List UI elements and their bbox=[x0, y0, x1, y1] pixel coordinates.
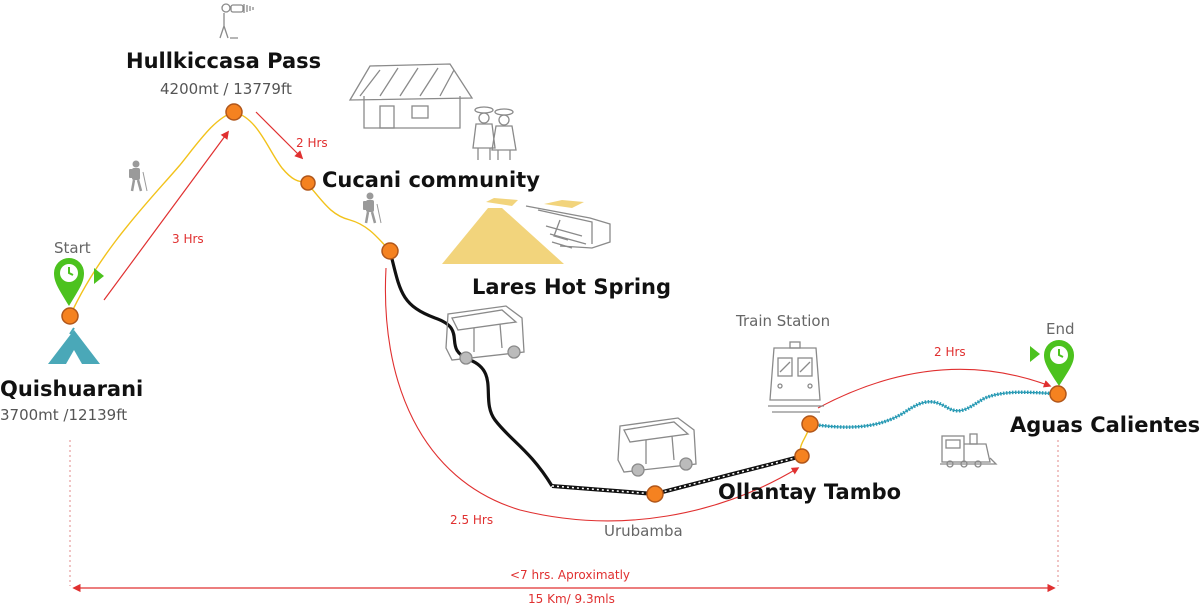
arrow-leg2 bbox=[255, 111, 304, 160]
end-label: End bbox=[1046, 320, 1075, 338]
cucani-name: Cucani community bbox=[322, 168, 540, 192]
arrow-leg1 bbox=[103, 130, 229, 301]
node-ollantay bbox=[794, 448, 810, 464]
node-cucani bbox=[300, 175, 316, 191]
tent-icon bbox=[48, 327, 100, 364]
aguas-name: Aguas Calientes bbox=[1010, 413, 1200, 437]
people-icon bbox=[472, 106, 517, 160]
start-clock-pin-icon bbox=[54, 258, 84, 306]
van-icon bbox=[445, 305, 525, 365]
hot-spring-icon bbox=[442, 198, 611, 264]
duration-leg3: 2.5 Hrs bbox=[450, 513, 493, 527]
hike-path-2 bbox=[233, 111, 307, 183]
quishuarani-elevation: 3700mt /12139ft bbox=[0, 406, 127, 424]
end-flag-icon bbox=[1030, 346, 1040, 362]
train-station-name: Train Station bbox=[735, 312, 830, 330]
arrow-leg4 bbox=[817, 368, 1052, 409]
start-label: Start bbox=[54, 239, 91, 257]
node-aguas bbox=[1049, 385, 1067, 403]
total-distance: 15 Km/ 9.3mls bbox=[528, 592, 615, 606]
duration-leg1: 3 Hrs bbox=[172, 232, 204, 246]
binoculars-icon bbox=[219, 3, 254, 39]
arrow-leg3 bbox=[384, 267, 800, 522]
house-icon bbox=[348, 63, 474, 129]
lares-name: Lares Hot Spring bbox=[472, 275, 671, 299]
locomotive-icon bbox=[940, 433, 998, 468]
urubamba-name: Urubamba bbox=[604, 522, 683, 540]
hullkiccasa-name: Hullkiccasa Pass bbox=[126, 49, 321, 73]
hiker-icon-2 bbox=[363, 192, 382, 224]
train-station-icon bbox=[768, 341, 824, 413]
start-flag-icon bbox=[94, 268, 104, 284]
quishuarani-name: Quishuarani bbox=[0, 377, 143, 401]
total-time: <7 hrs. Aproximatly bbox=[510, 568, 630, 582]
node-urubamba bbox=[646, 485, 664, 503]
node-lares bbox=[381, 242, 399, 260]
duration-leg2: 2 Hrs bbox=[296, 136, 328, 150]
van-icon-2 bbox=[617, 417, 697, 477]
end-clock-pin-icon bbox=[1044, 340, 1074, 386]
hiker-icon bbox=[129, 160, 148, 192]
node-train-station bbox=[801, 415, 819, 433]
node-hullkiccasa bbox=[225, 103, 243, 121]
hullkiccasa-elevation: 4200mt / 13779ft bbox=[160, 80, 292, 98]
hike-path-3 bbox=[305, 181, 391, 252]
duration-leg4: 2 Hrs bbox=[934, 345, 966, 359]
ollantay-name: Ollantay Tambo bbox=[718, 480, 901, 504]
node-quishuarani bbox=[61, 307, 79, 325]
hike-path-1 bbox=[69, 111, 235, 317]
